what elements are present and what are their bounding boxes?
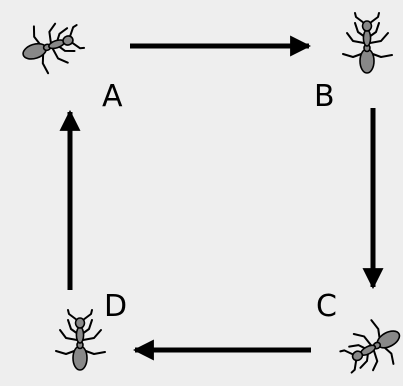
node-label-a: A bbox=[102, 79, 123, 114]
ant-a-icon bbox=[14, 12, 90, 80]
ant-c-icon bbox=[333, 310, 403, 385]
ant-b-icon bbox=[342, 12, 393, 74]
ant-d-icon bbox=[55, 309, 106, 371]
node-label-d: D bbox=[104, 289, 127, 324]
node-label-b: B bbox=[314, 79, 335, 114]
node-label-c: C bbox=[316, 289, 337, 324]
